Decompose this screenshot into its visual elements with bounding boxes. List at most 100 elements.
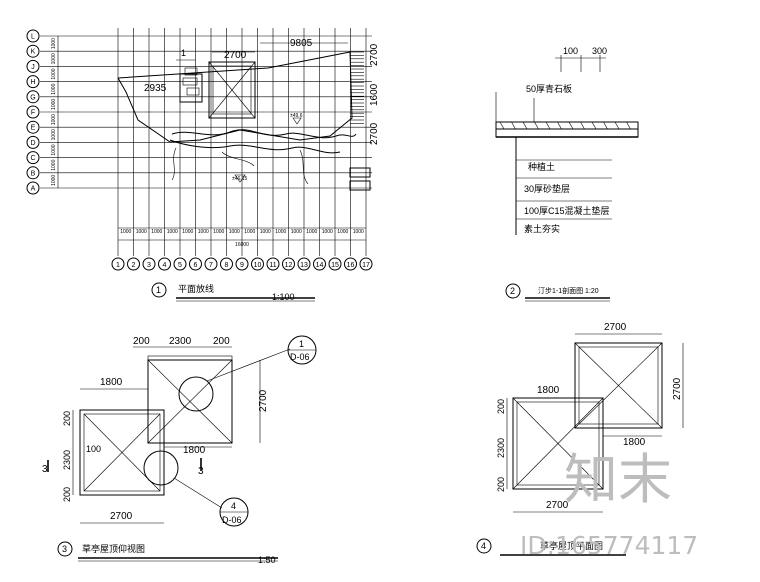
roof-plan: 2700 1800 1800 2700 200 2300 200 2700 4 … — [476, 322, 684, 556]
row-dim: 1000 — [51, 159, 57, 170]
stone-b — [182, 77, 198, 86]
col-axis-label: 11 — [269, 262, 276, 269]
bay-dim: 1000 — [229, 229, 240, 235]
title-1-bubble — [151, 282, 167, 298]
stream-edge-upper — [171, 129, 357, 139]
row-axis-label: L — [31, 34, 35, 41]
pavilion-inner — [212, 65, 252, 115]
slab-joint — [534, 121, 539, 130]
row-axis-label: F — [31, 110, 35, 117]
block-b — [349, 180, 371, 191]
row-axis-label: G — [30, 94, 35, 101]
roof-dim-2700-right: 2700 — [672, 377, 683, 400]
bay-dim: 1000 — [353, 229, 364, 235]
step-hatching — [350, 51, 364, 124]
ref-2-sheet: D-06 — [222, 515, 242, 525]
slab-joint — [557, 121, 562, 130]
col-axis-label: 1 — [116, 262, 120, 269]
row-dim: 1000 — [51, 68, 57, 79]
roof-bottom-ridge-b — [512, 397, 604, 490]
slab-joint — [591, 121, 597, 130]
row-dim: 1000 — [51, 175, 57, 186]
row-axis-bubble — [26, 151, 40, 165]
row-dim: 1000 — [51, 114, 57, 125]
ceil-dim-1800-a: 1800 — [100, 377, 123, 388]
slab-joint — [522, 121, 528, 130]
row-axis-bubble — [26, 90, 40, 104]
title-3-bubble — [57, 541, 73, 557]
plan-horizontal-grid — [40, 35, 372, 189]
col-axis-bubble — [111, 257, 125, 271]
slab-texture — [499, 121, 631, 130]
roof-dim-200-left-a: 200 — [496, 399, 506, 414]
section-dim-100: 100 — [563, 46, 578, 56]
ref-1-sheet: D-06 — [290, 352, 310, 362]
roof-dim-1800-b: 1800 — [623, 437, 646, 448]
plan-elev-b: ±49.6 — [290, 113, 303, 119]
stream-branch-2 — [299, 149, 309, 185]
row-axis-bubble — [26, 75, 40, 89]
title-3-scale: 1:50 — [258, 555, 276, 565]
plan-dim-right-1600: 1600 — [369, 83, 380, 106]
ceil-dim-100: 100 — [86, 444, 101, 454]
title-1-number: 1 — [156, 285, 161, 295]
col-axis-bubble — [142, 257, 156, 271]
ceil-bottom-outer — [79, 409, 165, 496]
col-axis-label: 3 — [147, 262, 151, 269]
row-axis-bubble — [26, 105, 40, 119]
col-axis-label: 10 — [254, 262, 262, 269]
stream-branch — [171, 147, 177, 181]
ceil-dim-2700-bottom: 2700 — [110, 511, 133, 522]
row-dim: 1000 — [51, 99, 57, 110]
col-axis-bubble — [220, 257, 233, 271]
col-axis-label: 2 — [132, 262, 136, 269]
title-4-text: 草亭屋顶平面图 — [540, 540, 603, 551]
slab-joint — [614, 121, 620, 130]
bay-dim: 1000 — [337, 229, 348, 235]
detail-leader-2 — [173, 477, 223, 509]
elev-marker-b — [292, 117, 302, 125]
row-axis-label: B — [31, 170, 36, 177]
roof-dim-1800-a: 1800 — [537, 385, 560, 396]
title-4-number: 4 — [481, 541, 486, 551]
slab-joint — [603, 121, 608, 130]
cut-mark-right-label: 3 — [198, 466, 204, 477]
ceil-dim-200-left-a: 200 — [62, 411, 72, 426]
bay-dim: 1000 — [182, 229, 193, 235]
col-axis-label: 4 — [163, 262, 167, 269]
row-dim: 1000 — [51, 83, 57, 94]
row-dim: 1000 — [51, 53, 57, 64]
col-axis-bubble — [282, 257, 295, 271]
ceil-top-diag-b — [147, 359, 233, 444]
bay-dim: 1000 — [198, 229, 209, 235]
bay-dim: 1000 — [322, 229, 333, 235]
row-axis-label: D — [30, 140, 35, 147]
row-axis-bubble — [26, 29, 40, 43]
row-axis-bubble — [26, 44, 40, 58]
stone-a — [184, 67, 198, 76]
col-axis-bubble — [344, 257, 357, 271]
slab-joint — [626, 121, 631, 130]
col-axis-label: 16 — [347, 262, 355, 269]
bay-dim: 1000 — [244, 229, 255, 235]
stream-branch-3 — [221, 151, 255, 167]
roof-bottom-outer — [512, 397, 604, 490]
bay-dim: 1000 — [306, 229, 317, 235]
row-axis-bubble — [26, 120, 40, 134]
slab-joint — [568, 121, 574, 130]
elev-marker-a — [234, 174, 246, 183]
row-axis-bubble — [26, 181, 40, 195]
col-axis-bubble — [127, 257, 140, 271]
ceil-dim-1800-b: 1800 — [183, 445, 206, 456]
col-axis-bubble — [266, 257, 280, 271]
ceil-dim-200-top-a: 200 — [133, 336, 150, 347]
ceil-dim-2300-top: 2300 — [169, 336, 192, 347]
col-axis-bubble — [359, 257, 373, 271]
roof-dim-2300-left: 2300 — [496, 438, 506, 458]
detail-circle-2 — [143, 450, 179, 486]
